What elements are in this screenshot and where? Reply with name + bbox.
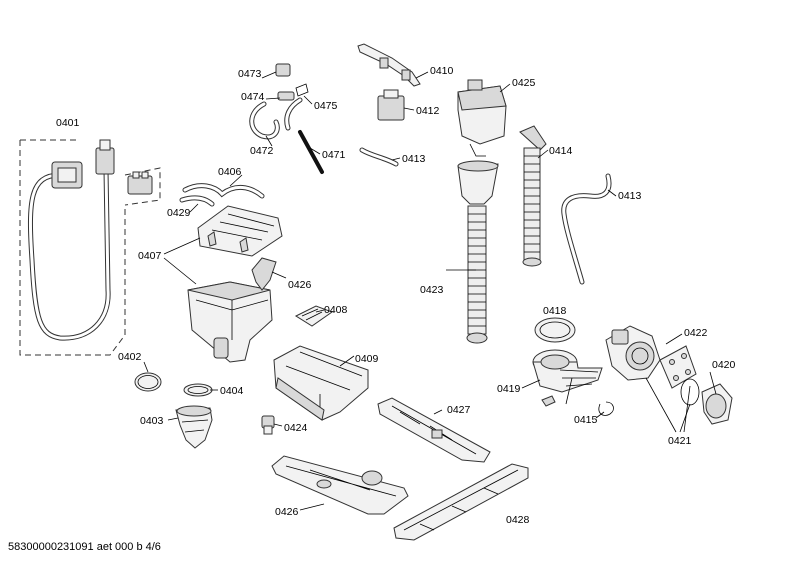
part-0413-hose-small[interactable]: [359, 147, 399, 167]
leader-lines: [143, 71, 717, 511]
part-0425-housing[interactable]: [457, 79, 507, 157]
label-0424: 0424: [284, 422, 308, 434]
part-0410-harness[interactable]: [357, 43, 421, 87]
part-0423-suds-hose[interactable]: [457, 160, 499, 344]
part-0472-hose[interactable]: [249, 101, 280, 140]
label-0428: 0428: [506, 514, 530, 526]
part-0474-clip[interactable]: [277, 83, 309, 101]
label-0415: 0415: [574, 414, 598, 426]
part-0402-hose-clamp[interactable]: [134, 372, 162, 392]
part-0407-dispenser-cover[interactable]: [197, 205, 283, 257]
label-0474: 0474: [241, 91, 265, 103]
label-0409: 0409: [355, 353, 379, 365]
label-0402: 0402: [118, 351, 142, 363]
part-0420-filter[interactable]: [701, 383, 733, 425]
part-0428-base-rail[interactable]: [393, 463, 529, 541]
part-0404-hose-clamp[interactable]: [183, 383, 213, 397]
label-0426-a: 0426: [288, 279, 312, 291]
label-0412: 0412: [416, 105, 440, 117]
part-0475-hose[interactable]: [284, 97, 303, 131]
document-code: 58300000231091 aet 000 b 4/6: [8, 541, 161, 553]
part-0473-clip[interactable]: [275, 63, 291, 77]
label-0425: 0425: [512, 77, 536, 89]
label-0413-b: 0413: [618, 190, 642, 202]
label-0413-a: 0413: [402, 153, 426, 165]
part-0421-ring[interactable]: [680, 378, 700, 406]
label-0421: 0421: [668, 435, 692, 447]
label-0427: 0427: [447, 404, 471, 416]
part-0408-insert[interactable]: [294, 305, 334, 327]
part-0415-clamp[interactable]: [565, 377, 614, 416]
label-0422: 0422: [684, 327, 708, 339]
label-0408: 0408: [324, 304, 348, 316]
part-0412-module[interactable]: [377, 89, 405, 121]
part-0407-dispenser-body[interactable]: [187, 281, 273, 363]
label-0420: 0420: [712, 359, 736, 371]
label-0472: 0472: [250, 145, 274, 157]
part-0409-detergent-drawer[interactable]: [273, 345, 369, 421]
label-0403: 0403: [140, 415, 164, 427]
label-0401: 0401: [56, 117, 80, 129]
label-0404: 0404: [220, 385, 244, 397]
part-0424-connector[interactable]: [261, 415, 275, 435]
label-0418: 0418: [543, 305, 567, 317]
label-0407: 0407: [138, 250, 162, 262]
part-0426-tray[interactable]: [271, 455, 409, 515]
part-0471-tube[interactable]: [298, 130, 324, 174]
part-0422-drain-pump[interactable]: [605, 325, 661, 381]
label-0429: 0429: [167, 207, 191, 219]
label-0423: 0423: [420, 284, 444, 296]
label-0419: 0419: [497, 383, 521, 395]
label-0410: 0410: [430, 65, 454, 77]
label-0475: 0475: [314, 100, 338, 112]
label-0426-b: 0426: [275, 506, 299, 518]
part-0419-sump[interactable]: [532, 349, 603, 407]
part-0418-seal[interactable]: [534, 317, 576, 343]
part-0426-flap[interactable]: [251, 257, 277, 291]
part-0406-hoses[interactable]: [179, 183, 265, 207]
label-0406: 0406: [218, 166, 242, 178]
part-0403-connector[interactable]: [175, 405, 213, 449]
label-0473: 0473: [238, 68, 262, 80]
part-labels: 0401 0402 0403 0404 0406 0407 0408 0409 …: [56, 65, 736, 526]
label-0414: 0414: [549, 145, 573, 157]
part-0413-hose-long[interactable]: [561, 173, 612, 285]
part-0421-plate[interactable]: [659, 345, 697, 389]
part-0414-drain-hose[interactable]: [519, 125, 547, 267]
part-0427-rail[interactable]: [377, 397, 491, 463]
part-0401-inlet-hose[interactable]: [19, 139, 161, 356]
label-0471: 0471: [322, 149, 346, 161]
